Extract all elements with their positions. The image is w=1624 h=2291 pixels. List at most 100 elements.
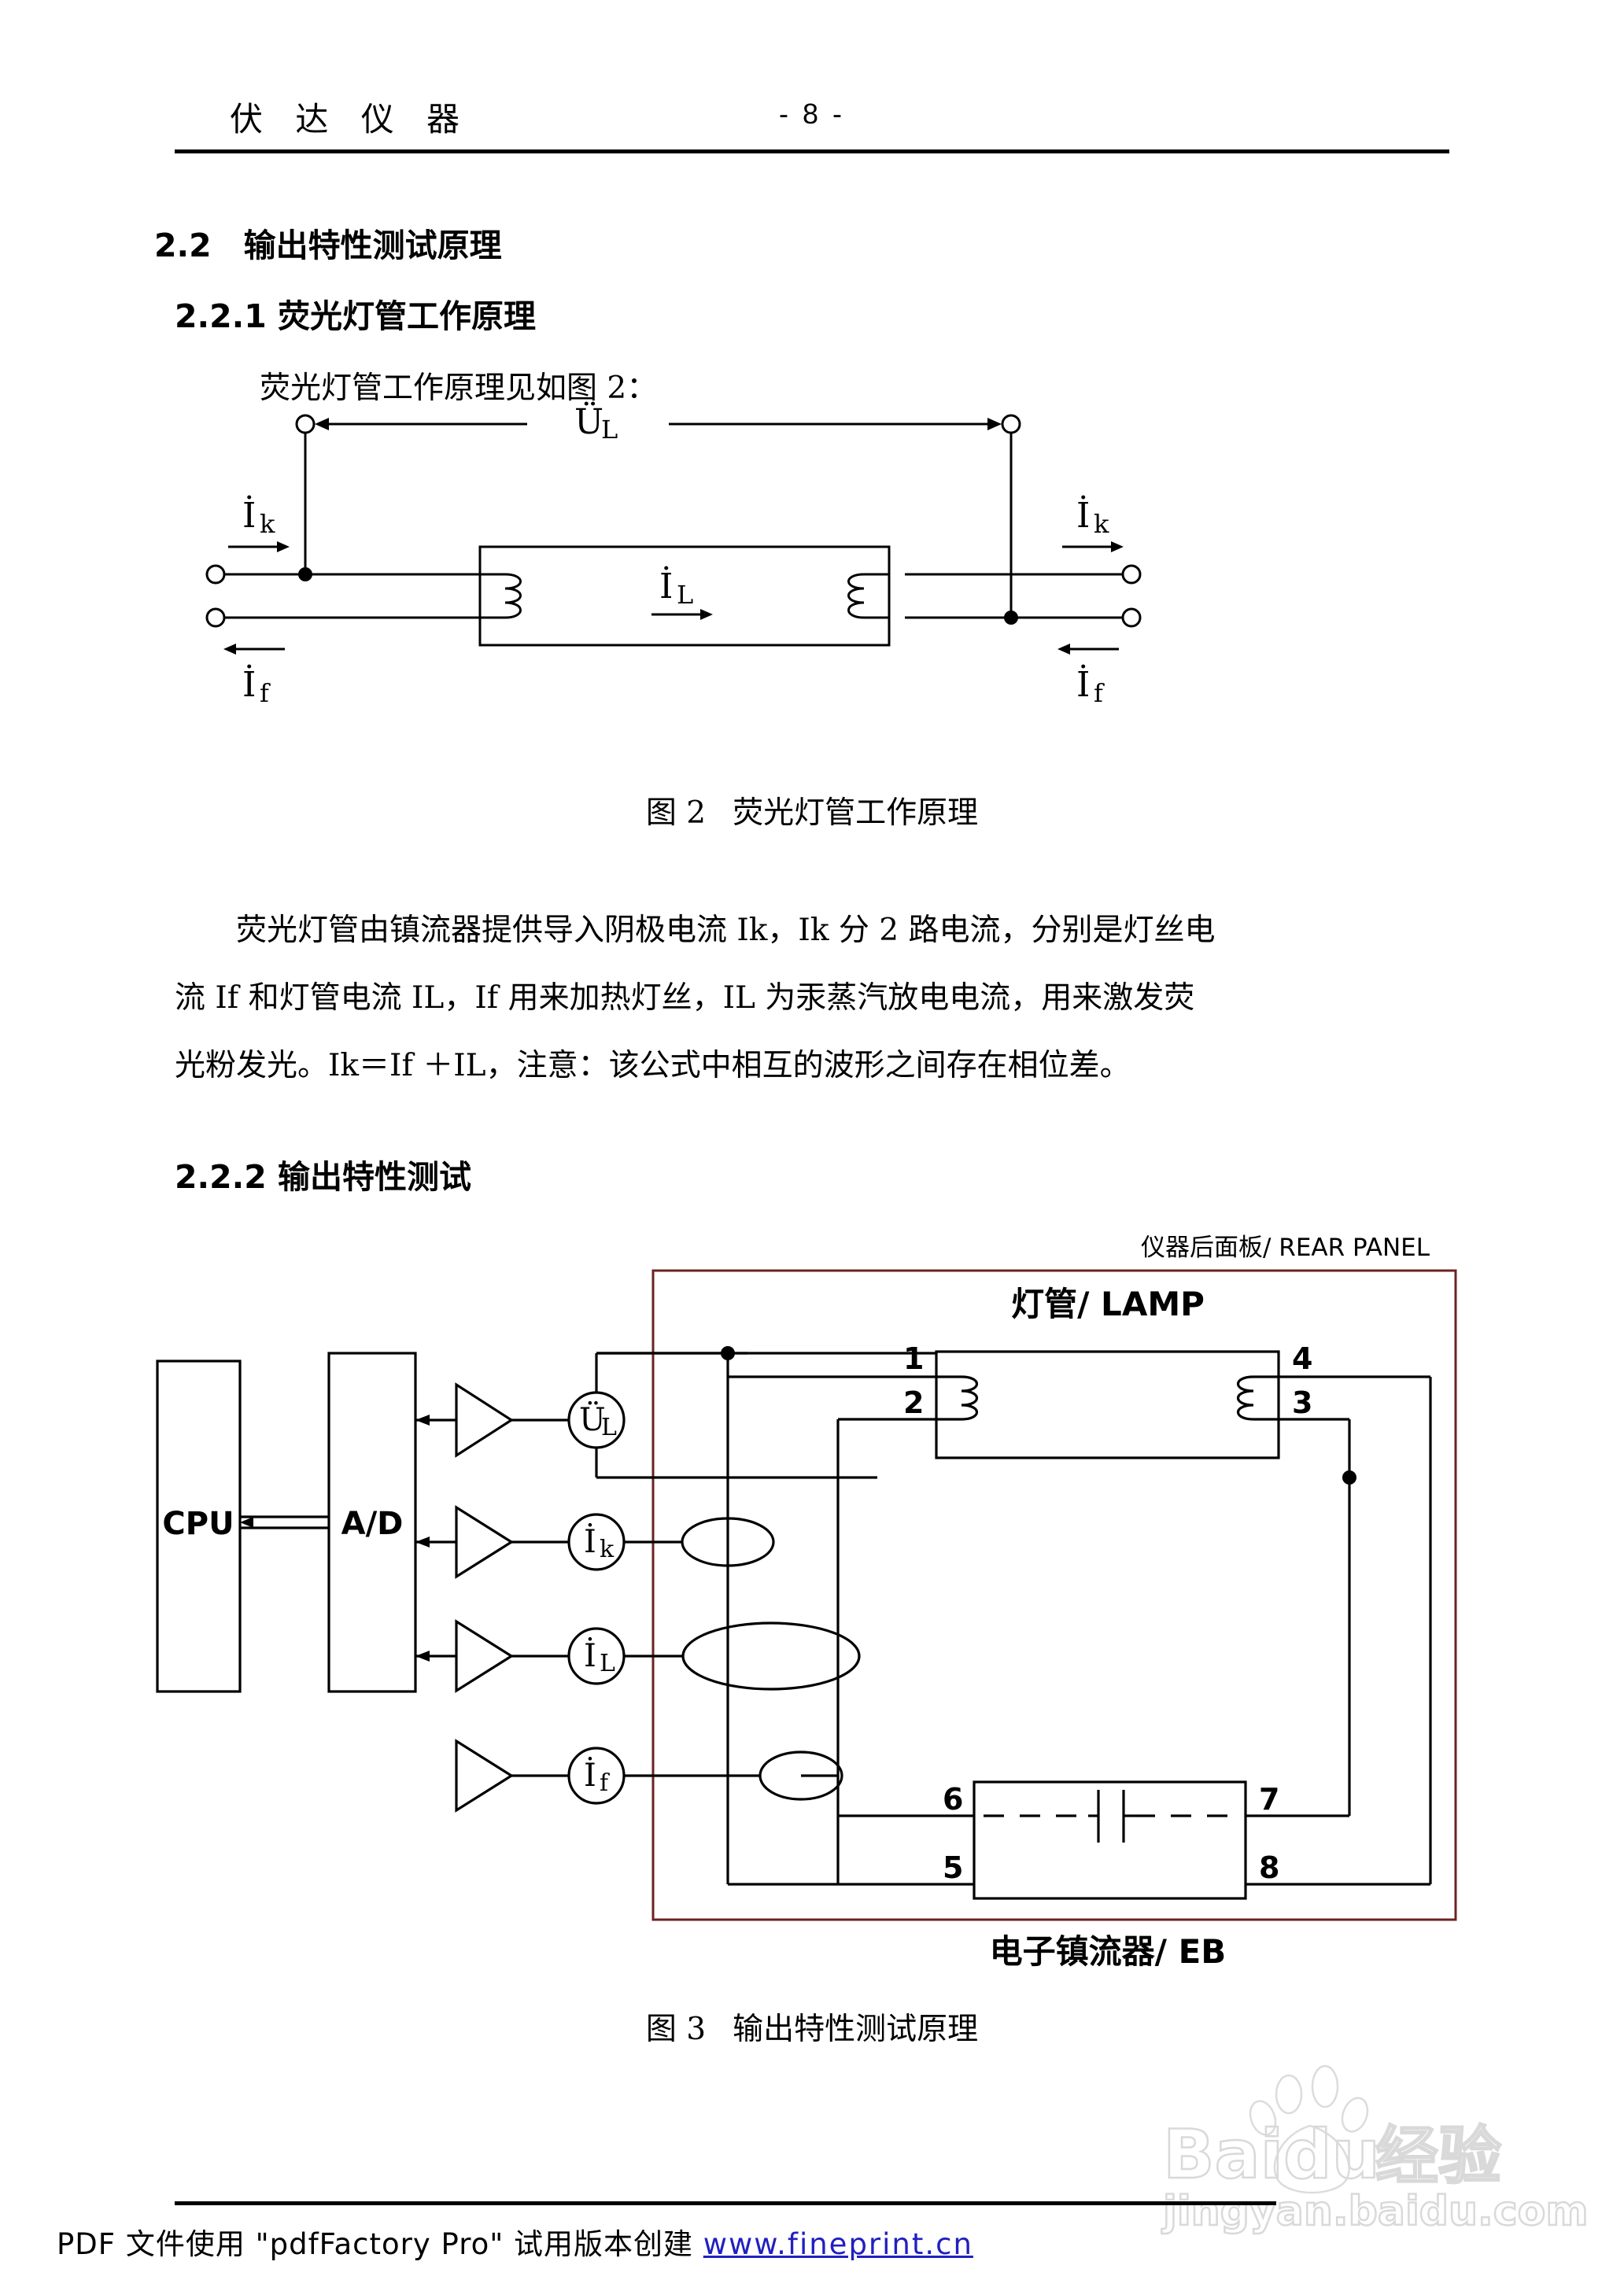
body-paragraph-fluorescent: 荧光灯管由镇流器提供导入阴极电流 Ik，Ik 分 2 路电流，分别是灯丝电 流 …	[175, 897, 1449, 1100]
footer-divider	[175, 2201, 1276, 2205]
current-probe-if	[567, 1747, 626, 1805]
footer-notice-text: PDF 文件使用 "pdfFactory Pro" 试用版本创建	[57, 2227, 703, 2261]
lamp-label: 灯管/ LAMP	[1011, 1285, 1205, 1323]
watermark-brand-cn: 经验	[1375, 2119, 1501, 2193]
lamp-tube-body	[478, 545, 891, 647]
figure-2-caption-text: 荧光灯管工作原理	[733, 795, 979, 831]
terminal-open-right-lower	[1121, 607, 1142, 628]
label-il-symbol: İ	[659, 565, 673, 607]
ik-right-arrow-head	[1111, 541, 1124, 552]
label-ik-right-sub: k	[1094, 509, 1109, 539]
probe-label-ik-sub: k	[600, 1536, 615, 1563]
figure-3-caption-text: 输出特性测试原理	[733, 2012, 979, 2047]
cpu-box	[156, 1359, 242, 1693]
probe-label-ul-symbol: Ü	[579, 1401, 606, 1438]
probe-label-if-sub: f	[600, 1769, 610, 1797]
filament-coil-right	[847, 573, 889, 619]
page-header: 伏 达 仪 器 - 8 -	[175, 93, 1449, 156]
figure-3-caption-number: 图 3	[645, 2012, 707, 2047]
rear-panel-label: 仪器后面板/ REAR PANEL	[1141, 1234, 1430, 1262]
lamp-terminal-2: 2	[903, 1385, 924, 1420]
figure-2-caption-number: 图 2	[645, 795, 707, 831]
cpu-label: CPU	[162, 1506, 234, 1542]
label-ul-symbol: Ü	[574, 400, 603, 442]
lamp-terminal-4: 4	[1292, 1341, 1312, 1376]
amplifier-ik	[455, 1505, 515, 1579]
body-paragraph-line-2: 流 If 和灯管电流 IL，If 用来加热灯丝，IL 为汞蒸汽放电电流，用来激发…	[175, 980, 1195, 1016]
heading-2-2-2: 2.2.2 输出特性测试	[175, 1158, 472, 1196]
label-ik-left-symbol: İ	[242, 494, 256, 536]
amplifier-il	[455, 1619, 515, 1693]
figure-2-caption: 图 2 荧光灯管工作原理	[0, 788, 1624, 832]
lamp-filament-coil-left-fig3	[936, 1375, 978, 1421]
footer-notice: PDF 文件使用 "pdfFactory Pro" 试用版本创建 www.fin…	[57, 2220, 973, 2263]
watermark-svg: Baidu 经验 jingyan.baidu.com	[1161, 2064, 1589, 2236]
terminal-open-left-upper	[205, 564, 226, 585]
paragraph-lead-fig2: 荧光灯管工作原理见如图 2：	[260, 371, 658, 406]
label-if-right-sub: f	[1094, 678, 1105, 708]
junction-dot-right	[1004, 611, 1018, 625]
lamp-tube-body-fig3	[935, 1350, 1280, 1459]
figure-2-fluorescent-lamp-principle: Ü L İ k İ f İ L İ k İ f	[197, 389, 1377, 755]
adc-input-arrow-ik	[415, 1537, 430, 1548]
figure-3-output-characteristic-test: CPU A/D Ü L İ k İ L İ f 灯管/ LAMP 电子镇流器/ …	[142, 1227, 1526, 1987]
ul-arrow-right-head	[987, 418, 1002, 430]
rear-panel-enclosure	[651, 1269, 1457, 1921]
lamp-terminal-3: 3	[1292, 1385, 1312, 1420]
current-probe-ik	[567, 1513, 626, 1571]
body-paragraph-line-1: 荧光灯管由镇流器提供导入阴极电流 Ik，Ik 分 2 路电流，分别是灯丝电	[236, 913, 1216, 948]
heading-2-2: 2.2 输出特性测试原理	[154, 227, 502, 264]
ballast-terminal-8: 8	[1259, 1850, 1279, 1885]
probe-label-ik-symbol: İ	[584, 1523, 596, 1560]
probe-label-ul-sub: L	[601, 1414, 617, 1441]
adc-input-arrow-il	[415, 1651, 430, 1662]
baidu-paw-icon	[1249, 2064, 1369, 2194]
terminal-open-top-right	[1001, 414, 1021, 434]
header-divider	[175, 149, 1449, 153]
adc-input-arrow-ul	[415, 1415, 430, 1426]
probe-label-il-sub: L	[600, 1650, 615, 1677]
watermark-site: jingyan.baidu.com	[1161, 2188, 1589, 2235]
heading-2-2-1: 2.2.1 荧光灯管工作原理	[175, 297, 537, 335]
probe-label-il-symbol: İ	[584, 1637, 596, 1674]
ballast-box	[973, 1780, 1247, 1900]
ballast-label: 电子镇流器/ EB	[990, 1932, 1227, 1971]
label-if-right-symbol: İ	[1076, 663, 1090, 705]
terminal-open-top-left	[295, 414, 316, 434]
il-arrow-head	[700, 609, 713, 620]
lamp-terminal-1: 1	[903, 1341, 924, 1376]
current-transformer-il	[681, 1621, 861, 1691]
header-page-number: - 8 -	[778, 98, 845, 130]
probe-label-if-symbol: İ	[584, 1757, 596, 1794]
label-if-left-symbol: İ	[242, 663, 256, 705]
label-ik-right-symbol: İ	[1076, 494, 1090, 536]
lamp-filament-coil-right-fig3	[1237, 1375, 1279, 1421]
figure-2-svg: Ü L İ k İ f İ L İ k İ f	[205, 400, 1142, 708]
ik-left-arrow-head	[277, 541, 290, 552]
label-ik-left-sub: k	[260, 509, 275, 539]
amplifier-if	[455, 1739, 515, 1813]
ul-arrow-left-head	[315, 418, 329, 430]
adc-label: A/D	[341, 1506, 404, 1542]
label-il-sub: L	[677, 580, 693, 610]
label-if-left-sub: f	[260, 678, 271, 708]
ballast-terminal-7: 7	[1259, 1782, 1279, 1817]
terminal-open-left-lower	[205, 607, 226, 628]
amplifier-ul	[455, 1382, 514, 1458]
if-left-arrow-head	[223, 644, 236, 655]
baidu-jingyan-watermark: Baidu 经验 jingyan.baidu.com	[1149, 2061, 1589, 2242]
label-ul-sub: L	[601, 415, 618, 445]
adc-box	[327, 1352, 417, 1693]
ballast-terminal-5: 5	[943, 1850, 963, 1885]
figure-3-svg: CPU A/D Ü L İ k İ L İ f 灯管/ LAMP 电子镇流器/ …	[156, 1269, 1457, 1971]
body-paragraph-line-3: 光粉发光。Ik＝If ＋IL，注意：该公式中相互的波形之间存在相位差。	[175, 1048, 1131, 1083]
junction-dot-left	[298, 567, 312, 581]
figure-3-caption: 图 3 输出特性测试原理	[0, 2005, 1624, 2049]
header-company-name: 伏 达 仪 器	[230, 100, 471, 138]
footer-fineprint-link[interactable]: www.fineprint.cn	[703, 2227, 973, 2261]
terminal-open-right-upper	[1121, 564, 1142, 585]
cpu-adc-bus-arrow	[240, 1517, 253, 1528]
ballast-terminal-6: 6	[943, 1782, 963, 1817]
watermark-brand: Baidu	[1163, 2116, 1380, 2194]
